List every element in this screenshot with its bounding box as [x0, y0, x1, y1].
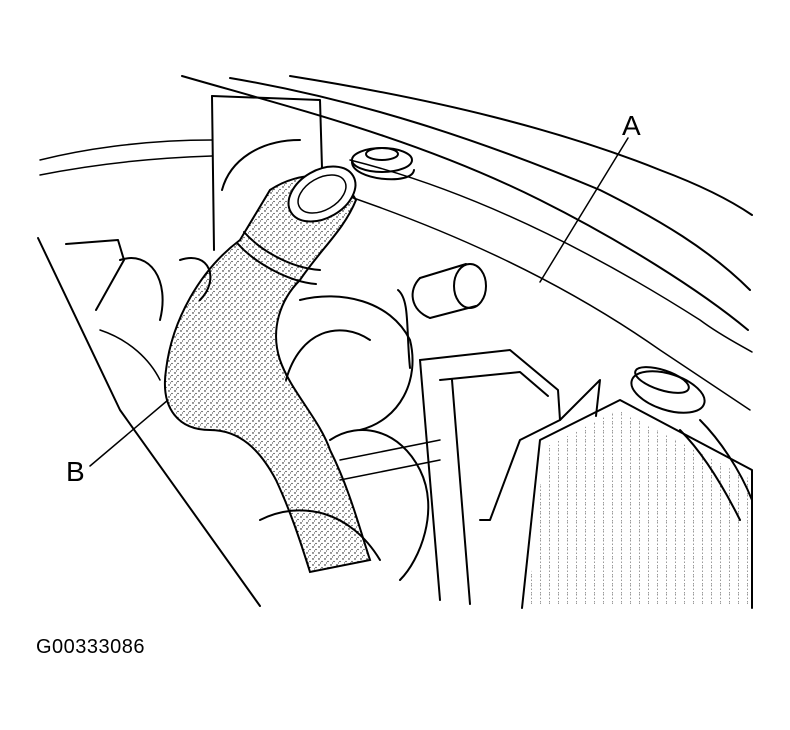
cooling-fan — [259, 295, 430, 581]
reservoir-cap — [351, 147, 415, 181]
upper-radiator-hose — [163, 165, 372, 574]
callout-label-a: A — [622, 110, 641, 141]
hose-clip-connector — [397, 263, 487, 369]
hood-panel — [39, 75, 753, 411]
radiator-core — [521, 379, 753, 609]
fan-shroud-bracket — [211, 95, 323, 251]
figure-reference-id: G00333086 — [36, 636, 146, 658]
callout-label-b: B — [66, 456, 85, 487]
callout-leaders — [89, 137, 629, 467]
fan-shroud-panel — [339, 349, 561, 605]
